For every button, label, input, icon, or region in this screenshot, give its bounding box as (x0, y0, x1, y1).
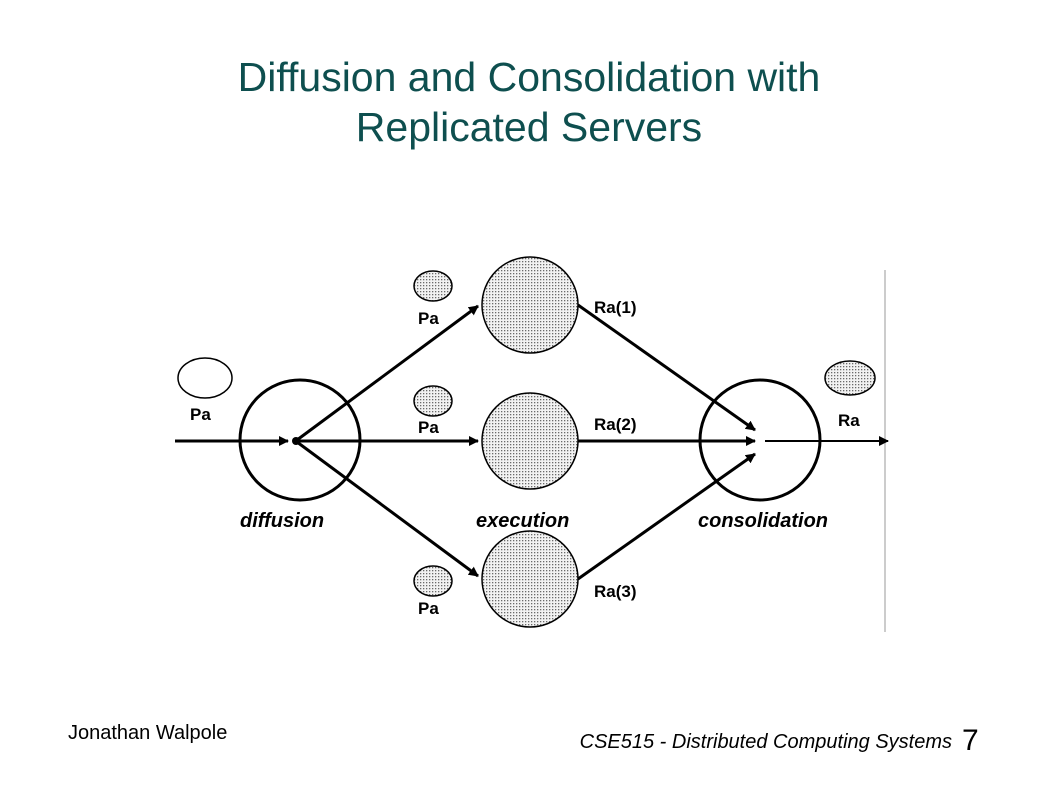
page-number: 7 (962, 724, 979, 757)
footer-author: Jonathan Walpole (68, 722, 228, 744)
diffusion-label: diffusion (240, 510, 324, 532)
input-label: Pa (190, 405, 211, 424)
reply-arrow-1 (577, 303, 756, 432)
replica-server-1 (481, 256, 579, 354)
reply-arrow-3 (577, 452, 756, 581)
footer-course: CSE515 - Distributed Computing Systems (579, 731, 952, 753)
output-message-token (824, 360, 876, 396)
output-label: Ra (838, 411, 860, 430)
request-label-3: Pa (418, 599, 439, 618)
request-label-2: Pa (418, 418, 439, 437)
reply-label-3: Ra(3) (594, 582, 637, 601)
reply-label-2: Ra(2) (594, 415, 637, 434)
execution-label: execution (476, 510, 569, 532)
diffusion-arrow-1 (296, 304, 479, 442)
slide-title: Diffusion and Consolidation with Replica… (0, 52, 1058, 152)
replica-server-3 (481, 530, 579, 628)
replica-server-2 (481, 392, 579, 490)
request-token-3 (413, 565, 453, 597)
reply-label-1: Ra(1) (594, 298, 637, 317)
title-line-2: Replicated Servers (355, 104, 703, 150)
title-line-1: Diffusion and Consolidation with (237, 54, 821, 100)
request-label-1: Pa (418, 309, 439, 328)
request-token-2 (413, 385, 453, 417)
input-message-token (177, 357, 233, 399)
diffusion-arrow-3 (296, 440, 479, 578)
request-token-1 (413, 270, 453, 302)
consolidation-label: consolidation (698, 510, 828, 532)
